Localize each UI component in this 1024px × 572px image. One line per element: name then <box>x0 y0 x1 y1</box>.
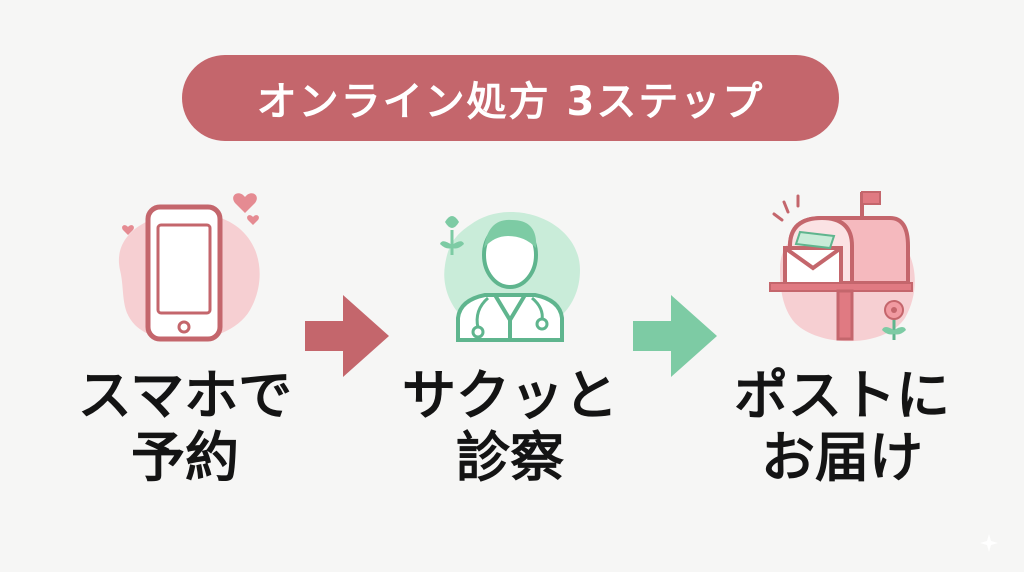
arrow-right-icon <box>633 295 717 377</box>
arrow-right-icon <box>305 295 389 377</box>
step-1-label: スマホで 予約 <box>55 365 315 489</box>
step-3-label: ポストに お届け <box>712 365 972 489</box>
sparkle-icon <box>980 534 998 552</box>
step-3-line-2: お届け <box>761 426 923 489</box>
step-2-line-2: 診察 <box>456 426 564 489</box>
title-banner: オンライン処方 3ステップ <box>182 55 839 141</box>
doctor-icon <box>440 212 580 342</box>
step-2-line-1: サクッと <box>402 364 618 427</box>
smartphone-icon <box>118 193 260 342</box>
step-1-line-2: 予約 <box>131 426 239 489</box>
page-title: オンライン処方 3ステップ <box>256 79 765 125</box>
step-3-line-1: ポストに <box>734 364 950 427</box>
mailbox-icon <box>769 191 915 342</box>
step-1-line-1: スマホで <box>77 364 293 427</box>
step-2-label: サクッと 診察 <box>380 365 640 489</box>
